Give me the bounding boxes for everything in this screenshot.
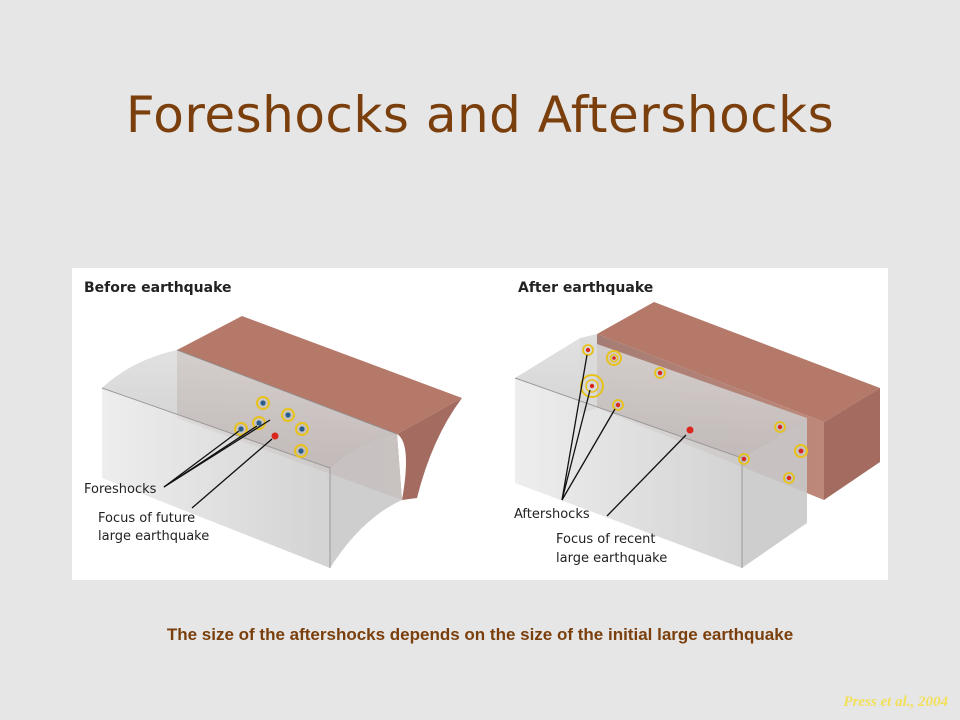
after-panel-title: After earthquake [518, 280, 653, 296]
before-fault-block [101, 316, 462, 568]
aftershock-marker [738, 453, 750, 465]
aftershocks-label: Aftershocks [514, 507, 590, 522]
aftershock-marker [794, 444, 808, 458]
before-grey-top [102, 350, 397, 468]
before-panel-title: Before earthquake [84, 280, 232, 296]
aftershock-marker [606, 350, 622, 366]
after-grey-end [742, 418, 807, 568]
before-leader-lines [163, 419, 273, 509]
after-grey-front [515, 378, 742, 568]
after-focus-dot [686, 426, 694, 434]
aftershock-marker [774, 421, 786, 433]
diagram-svg: Before earthquake [84, 280, 880, 568]
before-focus-dot [271, 432, 279, 440]
before-red-side [397, 398, 462, 500]
after-focus-label-line1: Focus of recent [556, 532, 655, 547]
before-red-top [177, 316, 462, 434]
before-grey-end [330, 434, 402, 568]
aftershock-markers [580, 344, 808, 484]
after-focus-label-line2: large earthquake [556, 551, 667, 566]
foreshock-marker [295, 422, 309, 436]
after-fault-block [514, 302, 880, 568]
foreshock-marker [281, 408, 295, 422]
aftershock-marker [783, 472, 795, 484]
earthquake-diagram: Before earthquake [72, 268, 888, 580]
after-red-top [597, 302, 880, 422]
aftershock-marker [612, 399, 624, 411]
aftershock-marker [582, 344, 594, 356]
foreshocks-label: Foreshocks [84, 482, 157, 497]
foreshock-marker [256, 396, 270, 410]
foreshock-marker [294, 444, 308, 458]
before-focus-label-line1: Focus of future [98, 511, 195, 526]
source-credit: Press et al., 2004 [843, 694, 948, 710]
before-focus-label-line2: large earthquake [98, 529, 209, 544]
before-panel: Before earthquake [84, 280, 462, 568]
slide-caption: The size of the aftershocks depends on t… [166, 625, 794, 644]
slide-title: Foreshocks and Aftershocks [125, 86, 835, 144]
after-panel: After earthquake [514, 280, 880, 568]
after-leader-lines [561, 354, 687, 517]
before-grey-front [102, 388, 330, 568]
after-red-side [824, 388, 880, 500]
foreshock-marker [234, 422, 248, 436]
aftershock-marker [654, 367, 666, 379]
